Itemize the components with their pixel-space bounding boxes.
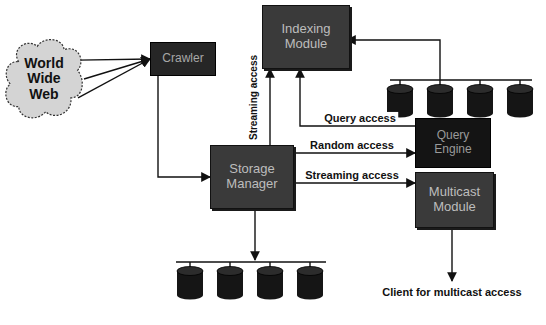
connector [270,69,271,145]
edge-label: Random access [308,139,396,151]
disk-symbol [427,85,453,118]
process-box: Query Engine [415,118,491,168]
process-box: Multicast Module [415,172,494,228]
cloud-node: World Wide Web [2,36,86,122]
disk-symbol [217,267,243,300]
connector [300,69,415,126]
disk-symbol [297,267,323,300]
storage-disk-array [176,211,326,267]
index-disk-array [347,40,532,85]
process-box: Indexing Module [262,5,350,69]
connector [294,153,415,154]
edge-label: Streaming access [303,169,401,181]
disk-symbol [257,267,283,300]
disk-symbol [177,267,203,300]
connector [294,183,415,184]
process-box: Crawler [150,42,216,76]
node-text: Crawler [158,50,207,68]
node-text: Indexing Module [263,20,349,54]
edge-label: Streaming access [248,52,259,141]
disk-symbol [507,85,533,118]
free-label: Client for multicast access [380,286,523,298]
node-text: World Wide Web [14,54,74,104]
process-box: Storage Manager [210,145,294,209]
node-text: Query Engine [416,127,490,159]
edge-label: Query access [322,112,398,124]
connector [78,59,150,98]
node-text: Storage Manager [211,160,293,194]
disk-symbol [467,85,493,118]
client-arrow [451,230,452,281]
connector [158,76,210,177]
node-text: Multicast Module [416,183,493,217]
